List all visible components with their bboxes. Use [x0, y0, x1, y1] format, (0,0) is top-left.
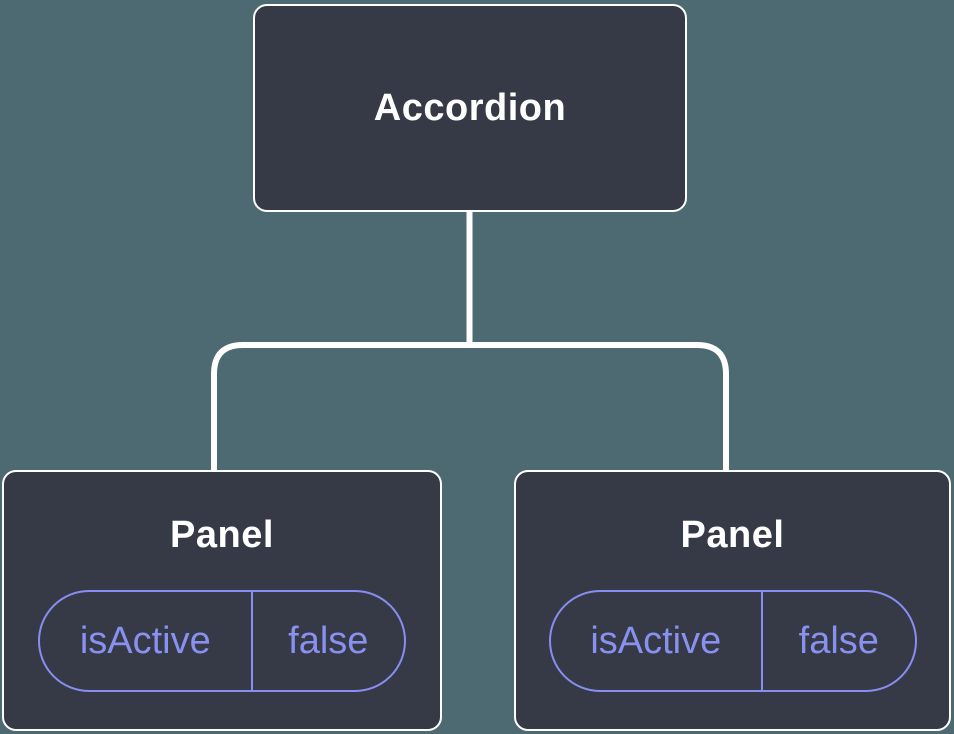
node-panel-right-label: Panel [680, 514, 785, 556]
node-panel-left: Panel isActive false [2, 470, 442, 731]
state-key-label: isActive [551, 592, 764, 690]
state-pill-left: isActive false [38, 590, 406, 692]
connector-branch [211, 342, 729, 471]
state-key-label: isActive [40, 592, 253, 690]
state-pill-right: isActive false [548, 590, 917, 692]
state-value-label: false [288, 619, 369, 662]
node-accordion: Accordion [253, 4, 687, 212]
state-value-label: false [798, 619, 879, 662]
node-panel-left-label: Panel [170, 514, 274, 556]
node-accordion-label: Accordion [373, 86, 567, 129]
node-panel-right: Panel isActive false [514, 470, 951, 731]
